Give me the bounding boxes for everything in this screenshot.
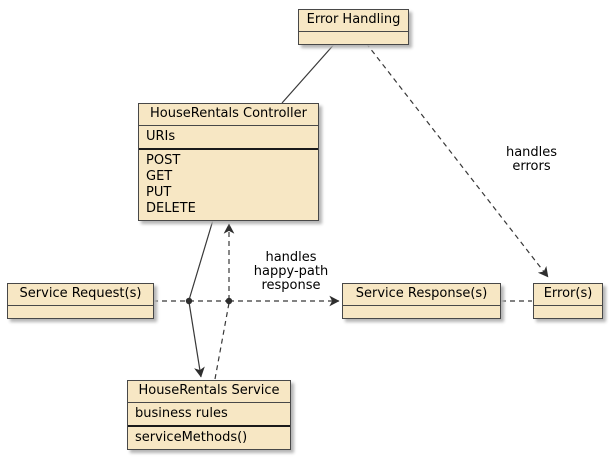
node-service-response-title: Service Response(s) [355,286,488,301]
edge-controller-junction1 [188,219,214,301]
node-service-request-title: Service Request(s) [19,286,142,301]
node-service-methods: serviceMethods() [128,425,290,449]
method-get: GET [146,169,173,184]
node-service-request-body [8,305,153,318]
node-controller-methods: POST GET PUT DELETE [139,148,318,220]
edge-service-junction2 [214,302,230,380]
node-error-handling-title: Error Handling [306,12,401,27]
node-controller: HouseRentals Controller URIs POST GET PU… [138,103,319,221]
method-post: POST [146,153,181,168]
node-service-response: Service Response(s) [342,283,501,319]
node-controller-attributes: URIs [139,125,318,148]
node-controller-title: HouseRentals Controller [150,106,307,121]
node-service-response-body [343,305,500,318]
node-errors-title: Error(s) [543,286,593,301]
attribute-business-rules: business rules [135,406,228,421]
node-service-attributes: business rules [128,402,290,425]
junction-dot-1 [185,297,193,305]
junction-dot-2 [225,297,233,305]
method-delete: DELETE [146,201,196,216]
edge-junction1-service [188,301,205,378]
attribute-uris: URIs [146,129,176,144]
node-service-request: Service Request(s) [7,283,154,319]
edge-label-handles-errors: handles errors [505,145,558,174]
node-service: HouseRentals Service business rules serv… [127,380,291,450]
method-put: PUT [146,185,172,200]
edge-errorhandling-controller [281,40,338,104]
node-error-handling: Error Handling [298,9,409,45]
node-errors: Error(s) [533,283,603,319]
method-servicemethods: serviceMethods() [135,430,248,445]
node-errors-body [534,305,602,318]
node-error-handling-body [299,31,408,44]
edge-label-handles-happy-path-response: handles happy-path response [253,250,329,293]
node-service-title: HouseRentals Service [138,383,280,398]
